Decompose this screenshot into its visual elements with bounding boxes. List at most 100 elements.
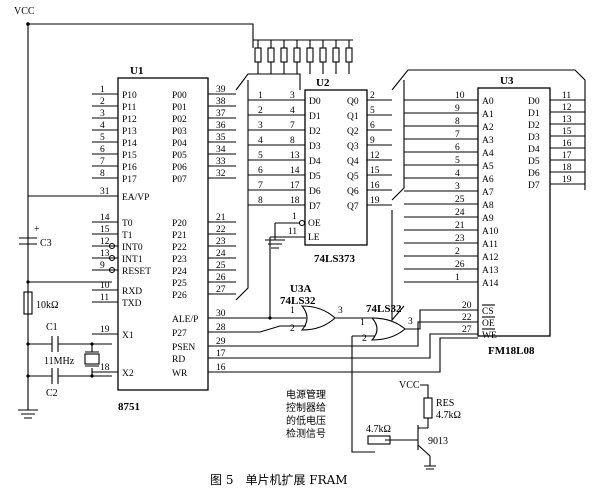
u1-8751: U1 8751 1P102P113P124P135P146P157P168P17… — [92, 65, 236, 413]
u2-pin-name: D2 — [309, 127, 321, 137]
u1-pin-name: P27 — [172, 329, 187, 339]
u3-pin-number: 15 — [562, 127, 572, 137]
u3-pin-name: A4 — [482, 149, 494, 159]
c2-label: C2 — [46, 388, 58, 399]
u1-pin-name: P26 — [172, 291, 187, 301]
transistor-label: 9013 — [428, 436, 448, 447]
u1-ref: U1 — [130, 65, 143, 77]
u3-pin-number: 9 — [455, 104, 460, 114]
u3-pin-name: D5 — [528, 157, 540, 167]
u1-pin-name: P21 — [172, 231, 187, 241]
u2-pin-name: Q2 — [347, 127, 359, 137]
u3-pin-name: A14 — [482, 279, 499, 289]
u1-pin-number: 23 — [216, 237, 226, 247]
u3-pin-name: OE — [482, 319, 495, 329]
u3-pin-name: A1 — [482, 110, 494, 120]
u1-pin-number: 22 — [216, 225, 226, 235]
u1-pin-name: P04 — [172, 139, 187, 149]
u3-pin-number: 1 — [455, 273, 460, 283]
u2-pin-name: D6 — [309, 187, 321, 197]
u3-pin-name: D3 — [528, 133, 540, 143]
u2-bus-number: 5 — [258, 151, 263, 161]
u2-oe-name: OE — [308, 219, 321, 229]
u3-pin-number: 19 — [562, 175, 572, 185]
u3-pin-name: A8 — [482, 201, 494, 211]
u3-pin-name: D6 — [528, 169, 540, 179]
u1-pin-name: X1 — [122, 331, 134, 341]
u3-pin-number: 4 — [455, 169, 460, 179]
u1-pin-name: P15 — [122, 151, 137, 161]
u1-part: 8751 — [118, 401, 140, 413]
u3-pin-number: 26 — [455, 260, 465, 270]
reset-resistor — [23, 291, 33, 315]
u1-pin-name: P02 — [172, 115, 187, 125]
u1-pin-name: RD — [172, 355, 185, 365]
u3-pin-name: D4 — [528, 145, 540, 155]
note-line: 控制器给 — [286, 401, 326, 414]
u1-pin-name: P12 — [122, 115, 137, 125]
u1-pin-name: WR — [172, 369, 188, 379]
u2-pin-number: 19 — [370, 196, 380, 206]
u2-ref: U2 — [316, 77, 330, 89]
u1-pin-name: RESET — [122, 267, 151, 277]
u1-right-pins: 39P0038P0137P0236P0335P0434P0533P0632P07… — [172, 85, 236, 379]
pullup-resistor — [332, 47, 340, 63]
u2-pin-number: 9 — [370, 136, 375, 146]
u2-pin-number: 18 — [290, 196, 300, 206]
u1-pin-number: 37 — [216, 109, 226, 119]
u1-pin-number: 13 — [100, 249, 110, 259]
u2-pin-name: D4 — [309, 157, 321, 167]
u1-pin-name: X2 — [122, 369, 134, 379]
u2-bus-number: 8 — [258, 196, 263, 206]
u3-pin-number: 23 — [455, 234, 465, 244]
u3-pin-name: CS — [482, 307, 494, 317]
u1-pin-name: P01 — [172, 103, 187, 113]
u1-pin-name: P11 — [122, 103, 137, 113]
u3-pin-number: 3 — [455, 182, 460, 192]
u1-pin-name: INT1 — [122, 255, 143, 265]
u1-pin-name: P16 — [122, 163, 137, 173]
u2-bus-number: 1 — [258, 91, 263, 101]
u1-pin-number: 3 — [100, 109, 105, 119]
u3-pin-number: 22 — [462, 313, 472, 323]
u2-pin-number: 7 — [290, 121, 295, 131]
vcc-label: VCC — [14, 6, 35, 17]
u1-pin-number: 25 — [216, 261, 226, 271]
res-ref: RES — [436, 398, 454, 409]
u2-pin-number: 15 — [370, 166, 380, 176]
u3a-part: 74LS32 — [280, 295, 316, 307]
u1-pin-number: 28 — [216, 323, 226, 333]
u3-pin-name: A3 — [482, 136, 494, 146]
u2-pin-name: Q0 — [347, 97, 359, 107]
u2-pin-name: Q3 — [347, 142, 359, 152]
u3-part: FM18L08 — [488, 345, 535, 357]
u2-pin-number: 8 — [290, 136, 295, 146]
pullup-resistor — [293, 47, 301, 63]
u1-pin-number: 12 — [100, 237, 110, 247]
u1-pin-number: 29 — [216, 337, 226, 347]
u2-pin-number: 16 — [370, 181, 380, 191]
u1-pin-number: 2 — [100, 97, 105, 107]
u3a-ref: U3A — [290, 283, 311, 295]
u3-pin-name: A5 — [482, 162, 494, 172]
pullup-resistor — [280, 47, 288, 63]
u3-fm18l08: U3 FM18L08 10A09A18A27A36A45A54A63A725A8… — [404, 75, 585, 357]
pullup-resistor — [345, 47, 353, 63]
u1-pin-name: P07 — [172, 175, 187, 185]
u2-part: 74LS373 — [314, 253, 355, 265]
u3-pin-number: 2 — [455, 247, 460, 257]
note-line: 电源管理 — [286, 388, 326, 401]
u1-pin-number: 8 — [100, 169, 105, 179]
u2-pin-number: 13 — [290, 151, 300, 161]
u2-bus-number: 7 — [258, 181, 263, 191]
u2-pin-name: D7 — [309, 202, 321, 212]
u1-pin-number: 21 — [216, 213, 226, 223]
u1-pin-name: P22 — [172, 243, 187, 253]
g1-in2: 2 — [290, 324, 295, 334]
note-line: 的低电压 — [286, 414, 326, 427]
u2-le-num: 11 — [288, 227, 297, 237]
u3-pin-number: 8 — [455, 117, 460, 127]
u1-pin-name: P05 — [172, 151, 187, 161]
u2-pin-number: 6 — [370, 121, 375, 131]
u1-pin-number: 14 — [100, 213, 110, 223]
